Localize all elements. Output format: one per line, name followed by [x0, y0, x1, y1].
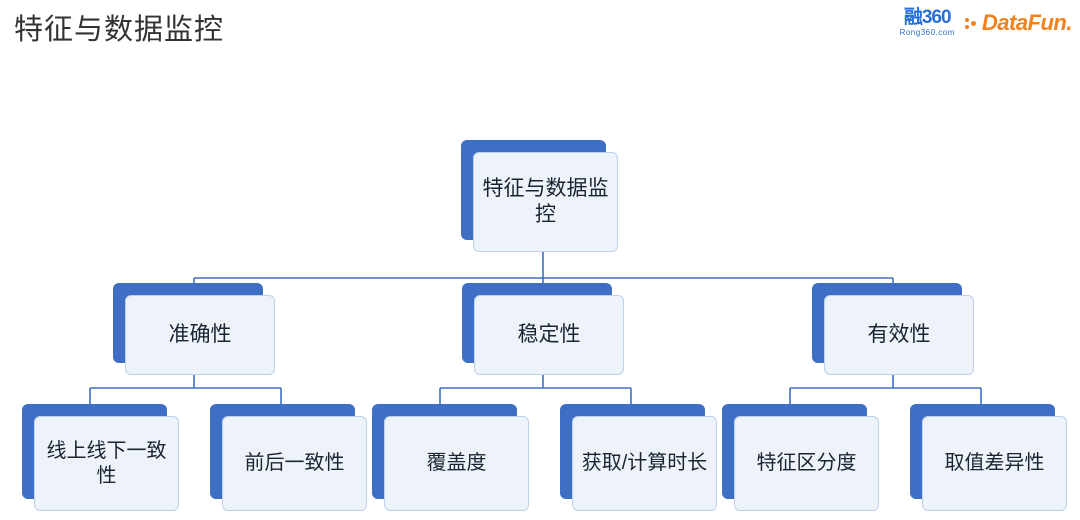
node-label: 稳定性	[474, 295, 624, 375]
node-leaf-value-variance[interactable]: 取值差异性	[910, 404, 1067, 511]
rong360-logo-sub: Rong360.com	[899, 28, 955, 37]
datafun-logo-text: DataFun.	[981, 9, 1073, 35]
node-label: 覆盖度	[384, 416, 529, 511]
node-label: 特征与数据监控	[473, 152, 618, 252]
node-label: 取值差异性	[922, 416, 1067, 511]
node-label: 准确性	[125, 295, 275, 375]
node-leaf-coverage[interactable]: 覆盖度	[372, 404, 529, 511]
node-label: 线上线下一致性	[34, 416, 179, 511]
node-branch-accuracy[interactable]: 准确性	[113, 283, 275, 375]
rong360-logo: 融360 Rong360.com	[900, 8, 955, 37]
three-dots-icon	[964, 14, 979, 32]
rong360-logo-main: 融360	[903, 7, 952, 28]
node-label: 获取/计算时长	[572, 416, 717, 511]
page-title: 特征与数据监控	[14, 14, 225, 46]
node-label: 前后一致性	[222, 416, 367, 511]
node-leaf-before-after-consistency[interactable]: 前后一致性	[210, 404, 367, 511]
node-leaf-online-offline-consistency[interactable]: 线上线下一致性	[22, 404, 179, 511]
node-leaf-fetch-compute-duration[interactable]: 获取/计算时长	[560, 404, 717, 511]
node-branch-effectiveness[interactable]: 有效性	[812, 283, 974, 375]
node-root[interactable]: 特征与数据监控	[461, 140, 618, 252]
datafun-logo: DataFun.	[964, 9, 1073, 36]
node-label: 有效性	[824, 295, 974, 375]
node-leaf-feature-discrimination[interactable]: 特征区分度	[722, 404, 879, 511]
node-branch-stability[interactable]: 稳定性	[462, 283, 624, 375]
node-label: 特征区分度	[734, 416, 879, 511]
logo-area: 融360 Rong360.com DataFun.	[900, 8, 1073, 37]
